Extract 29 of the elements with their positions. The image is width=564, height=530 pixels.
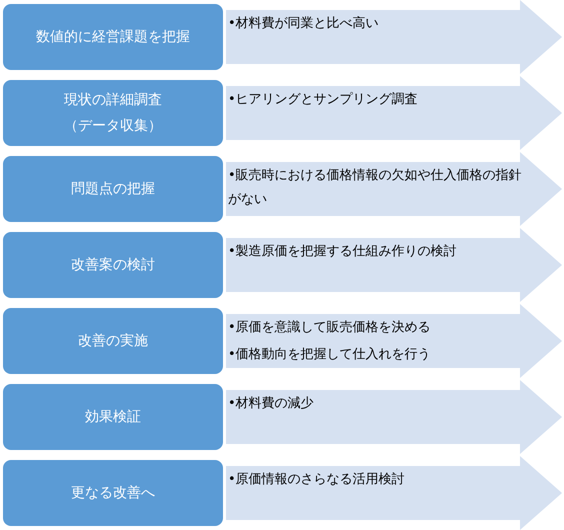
step-box xyxy=(3,156,223,222)
step-label: 改善の実施 xyxy=(78,332,148,351)
arrow-shape xyxy=(226,152,562,226)
bullet-text: •材料費の減少 xyxy=(228,395,315,413)
bullet-text: •原価情報のさらなる活用検討 xyxy=(228,471,406,489)
step-label: 現状の詳細調査（データ収集） xyxy=(63,91,163,136)
step-box xyxy=(3,4,223,70)
step-label: 問題点の把握 xyxy=(71,180,155,199)
step-label: 数値的に経営課題を把握 xyxy=(36,28,190,47)
bullet-text: •販売時における価格情報の欠如や仕入価格の指針がない xyxy=(228,167,523,209)
step-label: 効果検証 xyxy=(85,408,141,427)
step-box xyxy=(3,460,223,526)
arrow-shape xyxy=(226,76,562,150)
arrow-shape xyxy=(226,228,562,302)
bullet-text: •原価を意識して販売価格を決める xyxy=(228,319,432,337)
bullet-text: •ヒアリングとサンプリング調査 xyxy=(228,91,419,109)
step-box xyxy=(3,232,223,298)
bullet-text: •製造原価を把握する仕組み作りの検討 xyxy=(228,243,458,261)
step-box xyxy=(3,80,223,146)
bullet-text: •価格動向を把握して仕入れを行う xyxy=(228,346,432,364)
step-box xyxy=(3,308,223,374)
arrow-shape xyxy=(226,456,562,530)
arrow-shape xyxy=(226,380,562,454)
arrow-shape xyxy=(226,0,562,74)
step-box xyxy=(3,384,223,450)
step-label: 更なる改善へ xyxy=(71,484,155,503)
step-label: 改善案の検討 xyxy=(71,256,155,275)
bullet-text: •材料費が同業と比べ高い xyxy=(228,15,380,33)
arrow-shape xyxy=(226,304,562,378)
